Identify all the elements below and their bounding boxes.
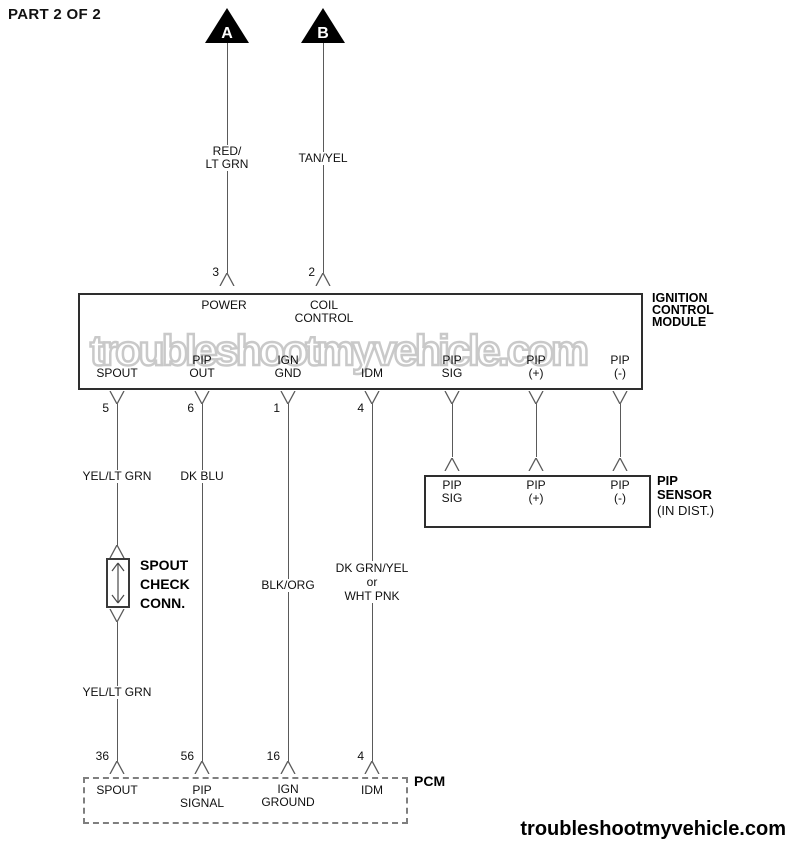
connector-b-label: B bbox=[317, 25, 329, 42]
icm-pin-number-3: 3 bbox=[212, 265, 219, 279]
icm-pin-number-4: 4 bbox=[357, 401, 364, 415]
icm-pin-label-power: POWER bbox=[201, 298, 247, 312]
icm-box bbox=[78, 293, 643, 390]
pcm-pin-label-idm: IDM bbox=[361, 783, 383, 797]
icm-pin-number-1: 1 bbox=[273, 401, 280, 415]
wire-color-label-spout-upper: YEL/LT GRN bbox=[79, 470, 155, 483]
pin-connector-icon bbox=[109, 545, 125, 558]
pip-sensor-pin-label-sig: PIP SIG bbox=[441, 478, 463, 505]
wire-segment-pip-plus bbox=[536, 404, 537, 457]
pin-connector-icon bbox=[109, 391, 125, 404]
pcm-pin-number-56: 56 bbox=[180, 749, 194, 763]
pin-connector-icon bbox=[109, 609, 125, 622]
icm-watermark: troubleshootmyvehicle.com bbox=[89, 326, 591, 377]
pcm-pin-number-36: 36 bbox=[95, 749, 109, 763]
wire-segment-pip-minus bbox=[620, 404, 621, 457]
pin-connector-icon bbox=[612, 458, 628, 471]
icm-pin-label-spout: SPOUT bbox=[96, 366, 138, 380]
icm-pin-label-pip-plus: PIP (+) bbox=[526, 353, 546, 380]
wire-color-label-ign-gnd: BLK/ORG bbox=[258, 579, 318, 592]
pip-sensor-name-label: PIP SENSOR bbox=[657, 473, 712, 502]
pin-connector-icon bbox=[280, 761, 296, 774]
spout-check-connector-box bbox=[106, 558, 130, 608]
icm-pin-label-pip-out: PIP OUT bbox=[189, 353, 215, 380]
pin-connector-icon bbox=[528, 391, 544, 404]
pcm-box bbox=[83, 777, 408, 824]
wire-color-label-a: RED/ LT GRN bbox=[202, 145, 252, 171]
spout-check-conn-label: SPOUT CHECK CONN. bbox=[140, 557, 190, 611]
pip-sensor-location-label: (IN DIST.) bbox=[657, 503, 715, 518]
footer-site-label: troubleshootmyvehicle.com bbox=[520, 818, 786, 840]
pcm-pin-label-ign-ground: IGN GROUND bbox=[261, 782, 315, 809]
pin-connector-icon bbox=[315, 273, 331, 286]
part-label: PART 2 OF 2 bbox=[8, 6, 102, 23]
wire-segment-pip-sig bbox=[452, 404, 453, 457]
pin-connector-icon bbox=[109, 761, 125, 774]
connector-a-label: A bbox=[221, 25, 233, 42]
pin-connector-icon bbox=[444, 458, 460, 471]
pin-connector-icon bbox=[612, 391, 628, 404]
wire-color-label-pip-out: DK BLU bbox=[177, 470, 227, 483]
icm-pin-label-pip-sig: PIP SIG bbox=[441, 353, 463, 380]
icm-pin-label-coil-control: COIL CONTROL bbox=[294, 298, 354, 325]
pcm-name-label: PCM bbox=[414, 773, 446, 789]
icm-pin-number-6: 6 bbox=[187, 401, 194, 415]
double-arrow-icon bbox=[111, 562, 125, 604]
icm-pin-number-2: 2 bbox=[308, 265, 315, 279]
pin-connector-icon bbox=[194, 391, 210, 404]
wire-color-label-idm: DK GRN/YEL or WHT PNK bbox=[332, 561, 412, 603]
wire-color-label-spout-lower: YEL/LT GRN bbox=[79, 686, 155, 699]
pin-connector-icon bbox=[194, 761, 210, 774]
wire-color-label-b: TAN/YEL bbox=[295, 152, 351, 165]
pip-sensor-box bbox=[424, 475, 651, 528]
icm-name-label: IGNITION CONTROL MODULE bbox=[652, 291, 714, 329]
pin-connector-icon bbox=[528, 458, 544, 471]
icm-pin-label-pip-minus: PIP (-) bbox=[610, 353, 630, 380]
pcm-pin-label-spout: SPOUT bbox=[96, 783, 138, 797]
pcm-pin-number-16: 16 bbox=[266, 749, 280, 763]
pip-sensor-pin-label-minus: PIP (-) bbox=[610, 478, 630, 505]
connector-a-triangle: A bbox=[205, 8, 249, 43]
pin-connector-icon bbox=[219, 273, 235, 286]
icm-pin-label-ign-gnd: IGN GND bbox=[274, 353, 302, 380]
icm-pin-number-5: 5 bbox=[102, 401, 109, 415]
pcm-pin-label-pip-signal: PIP SIGNAL bbox=[179, 783, 225, 810]
connector-b-triangle: B bbox=[301, 8, 345, 43]
pip-sensor-pin-label-plus: PIP (+) bbox=[526, 478, 546, 505]
icm-pin-label-idm: IDM bbox=[361, 366, 383, 380]
pin-connector-icon bbox=[280, 391, 296, 404]
pcm-pin-number-4: 4 bbox=[357, 749, 364, 763]
pin-connector-icon bbox=[364, 761, 380, 774]
wire-segment-pip-out bbox=[202, 404, 203, 761]
pin-connector-icon bbox=[364, 391, 380, 404]
pin-connector-icon bbox=[444, 391, 460, 404]
